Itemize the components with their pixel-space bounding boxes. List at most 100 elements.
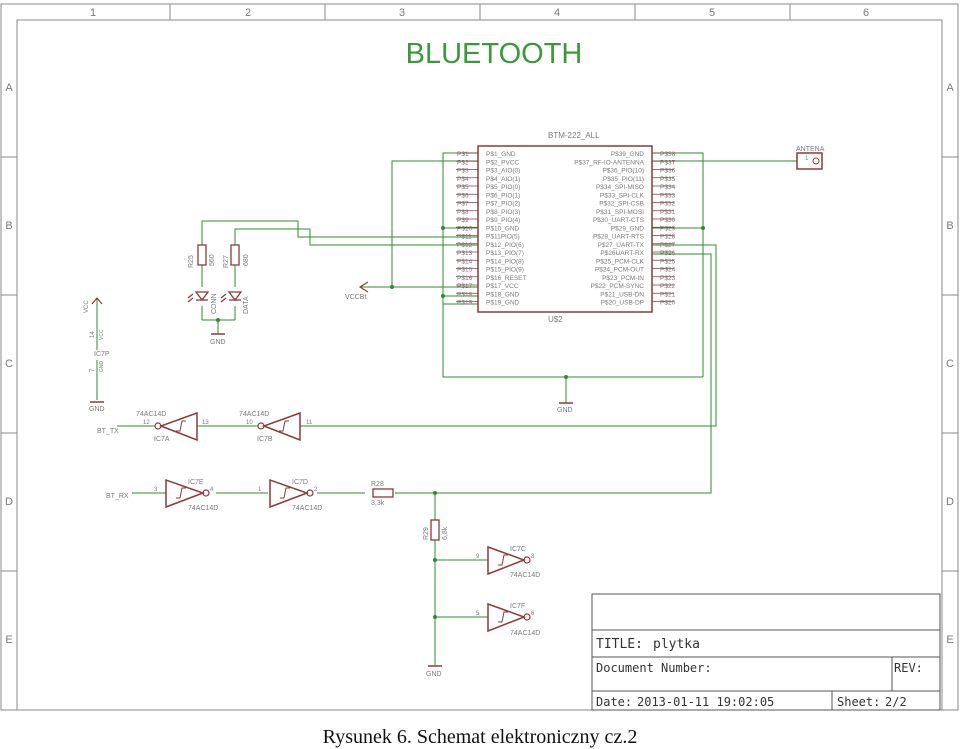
ic7e-part: 74AC14D bbox=[188, 505, 218, 512]
right-pin-label: P$25_PCM-CLK bbox=[596, 258, 645, 265]
module-name: BTM-222_ALL bbox=[548, 131, 600, 140]
wires bbox=[96, 152, 797, 665]
right-pin-label: P$36_PIO(10) bbox=[602, 168, 644, 175]
sheet-frame bbox=[0, 3, 959, 711]
ic7f-out-pin: 6 bbox=[531, 611, 535, 617]
gnd-label-led: GND bbox=[210, 339, 226, 346]
ic7d-out-pin: 2 bbox=[314, 487, 318, 493]
ic7p-name: IC7P bbox=[94, 351, 110, 358]
ic7a-in-pin: 13 bbox=[202, 420, 209, 426]
gnd-symbol-ic7p: GND bbox=[89, 401, 105, 413]
ic7p-gnd-pin: 7 bbox=[90, 368, 96, 372]
rev-label: REV: bbox=[894, 661, 923, 675]
right-pad-label: P$33 bbox=[660, 192, 676, 199]
left-pin-label: P$10_GND bbox=[486, 225, 520, 232]
ic7c-in-pin: 9 bbox=[476, 554, 480, 560]
gate-ic7c: IC7C 9 8 74AC14D bbox=[476, 545, 540, 579]
left-pad-label: P$10 bbox=[457, 225, 473, 232]
r29-name: R29 bbox=[423, 527, 430, 540]
right-pad-label: P$24 bbox=[660, 267, 676, 274]
ic7a-name: IC7A bbox=[154, 436, 170, 443]
col-label-3: 3 bbox=[399, 7, 405, 19]
ic7e-in-pin: 3 bbox=[154, 487, 158, 493]
row-label-e-right: E bbox=[946, 634, 953, 646]
left-pin-label: P$2_PVCC bbox=[486, 159, 520, 166]
sheet-label: Sheet: bbox=[837, 695, 880, 709]
module-body bbox=[477, 145, 653, 313]
ic7d-name: IC7D bbox=[292, 479, 308, 486]
r25-value: 560 bbox=[209, 254, 216, 266]
ic7b-part: 74AC14D bbox=[239, 411, 269, 418]
right-pad-label: P$37 bbox=[660, 159, 676, 166]
right-pad-label: P$21 bbox=[660, 291, 676, 298]
left-pin-label: P$5_PIO(0) bbox=[486, 184, 520, 191]
ic7f-name: IC7F bbox=[510, 603, 525, 610]
right-pad-label: P$27 bbox=[660, 242, 676, 249]
module-right-pad-labels: P$38P$37P$36P$35P$34P$33P$32P$31P$30P$29… bbox=[652, 151, 676, 307]
left-pad-label: P$8 bbox=[457, 209, 469, 216]
ic7b-in-pin: 11 bbox=[306, 420, 313, 426]
left-pin-label: P$18_GND bbox=[486, 291, 520, 298]
gnd-symbol-module: GND bbox=[557, 402, 573, 414]
ic7c-name: IC7C bbox=[510, 546, 526, 553]
right-pin-label: P$20_USB-DP bbox=[601, 300, 644, 307]
left-pad-label: P$17 bbox=[457, 283, 473, 290]
right-pad-label: P$35 bbox=[660, 176, 676, 183]
gnd-label-r29: GND bbox=[426, 671, 442, 678]
r27-value: 680 bbox=[243, 254, 250, 266]
right-pin-label: P$28_UART-RTS bbox=[593, 234, 645, 241]
right-pin-label: P$22_PCM-SYNC bbox=[591, 283, 645, 290]
right-pad-label: P$31 bbox=[660, 209, 676, 216]
left-pad-label: P$5 bbox=[457, 184, 469, 191]
antenna-connector: ANTENA 1 bbox=[796, 146, 825, 170]
date-value: 2013-01-11 19:02:05 bbox=[637, 695, 774, 709]
row-label-d-right: D bbox=[946, 496, 954, 508]
left-pad-label: P$14 bbox=[457, 258, 473, 265]
left-pad-label: P$7 bbox=[457, 201, 469, 208]
row-labels: A B C D E A B C D E bbox=[5, 82, 954, 646]
col-label-6: 6 bbox=[863, 7, 869, 19]
r27-name: R27 bbox=[223, 255, 230, 268]
ic7c-out-pin: 8 bbox=[531, 554, 535, 560]
col-label-4: 4 bbox=[554, 7, 560, 19]
ic7e-out-pin: 4 bbox=[210, 487, 214, 493]
row-label-c-left: C bbox=[5, 358, 13, 370]
resistor-r27: R27 680 bbox=[223, 244, 250, 268]
right-pad-label: P$34 bbox=[660, 184, 676, 191]
module-ref: U$2 bbox=[548, 315, 563, 324]
right-pad-label: P$23 bbox=[660, 275, 676, 282]
led-data: DATA bbox=[220, 291, 250, 314]
ic7d-part: 74AC14D bbox=[292, 505, 322, 512]
resistor-r29: R29 6,8k bbox=[423, 519, 449, 541]
left-pad-label: P$1 bbox=[457, 151, 469, 158]
ic7c-part: 74AC14D bbox=[510, 572, 540, 579]
right-pad-label: P$32 bbox=[660, 201, 676, 208]
gate-ic7d: IC7D 1 2 74AC14D bbox=[258, 478, 322, 512]
right-pad-label: P$26 bbox=[660, 250, 676, 257]
right-pin-label: P$29_GND bbox=[611, 225, 645, 232]
ic7p-gnd-label: GND bbox=[99, 361, 105, 373]
gnd-symbol-led: GND bbox=[210, 333, 226, 346]
right-pin-label: P$30_UART-CTS bbox=[593, 217, 645, 224]
col-label-1: 1 bbox=[90, 7, 96, 19]
net-label-bt-tx: BT_TX bbox=[97, 428, 119, 435]
module-left-pin-labels: P$1_GNDP$2_PVCCP$3_AIO(0)P$4_AIO(1)P$5_P… bbox=[486, 151, 526, 307]
ic7p-vcc-symbol-label: VCC bbox=[84, 300, 90, 313]
right-pad-label: P$30 bbox=[660, 217, 676, 224]
right-pin-label: P$39_GND bbox=[611, 151, 645, 158]
left-pad-label: P$6 bbox=[457, 192, 469, 199]
junctions bbox=[216, 226, 705, 619]
left-pad-label: P$4 bbox=[457, 176, 469, 183]
ic7a-out-pin: 12 bbox=[143, 420, 150, 426]
net-label-bt-rx: BT_RX bbox=[106, 493, 129, 500]
right-pad-label: P$22 bbox=[660, 283, 676, 290]
r28-value: 3,3k bbox=[371, 500, 385, 507]
antenna-pin: 1 bbox=[805, 156, 809, 162]
right-pin-label: P$26UART-RX bbox=[600, 250, 644, 257]
right-pin-label: P$32_SPI-CSB bbox=[599, 201, 644, 208]
right-pin-label: P$37_RF-IO-ANTENNA bbox=[574, 159, 644, 166]
row-label-c-right: C bbox=[946, 358, 954, 370]
vccbt-label: VCCBt bbox=[345, 294, 366, 301]
right-pad-label: P$25 bbox=[660, 258, 676, 265]
left-pad-label: P$11 bbox=[457, 234, 472, 241]
